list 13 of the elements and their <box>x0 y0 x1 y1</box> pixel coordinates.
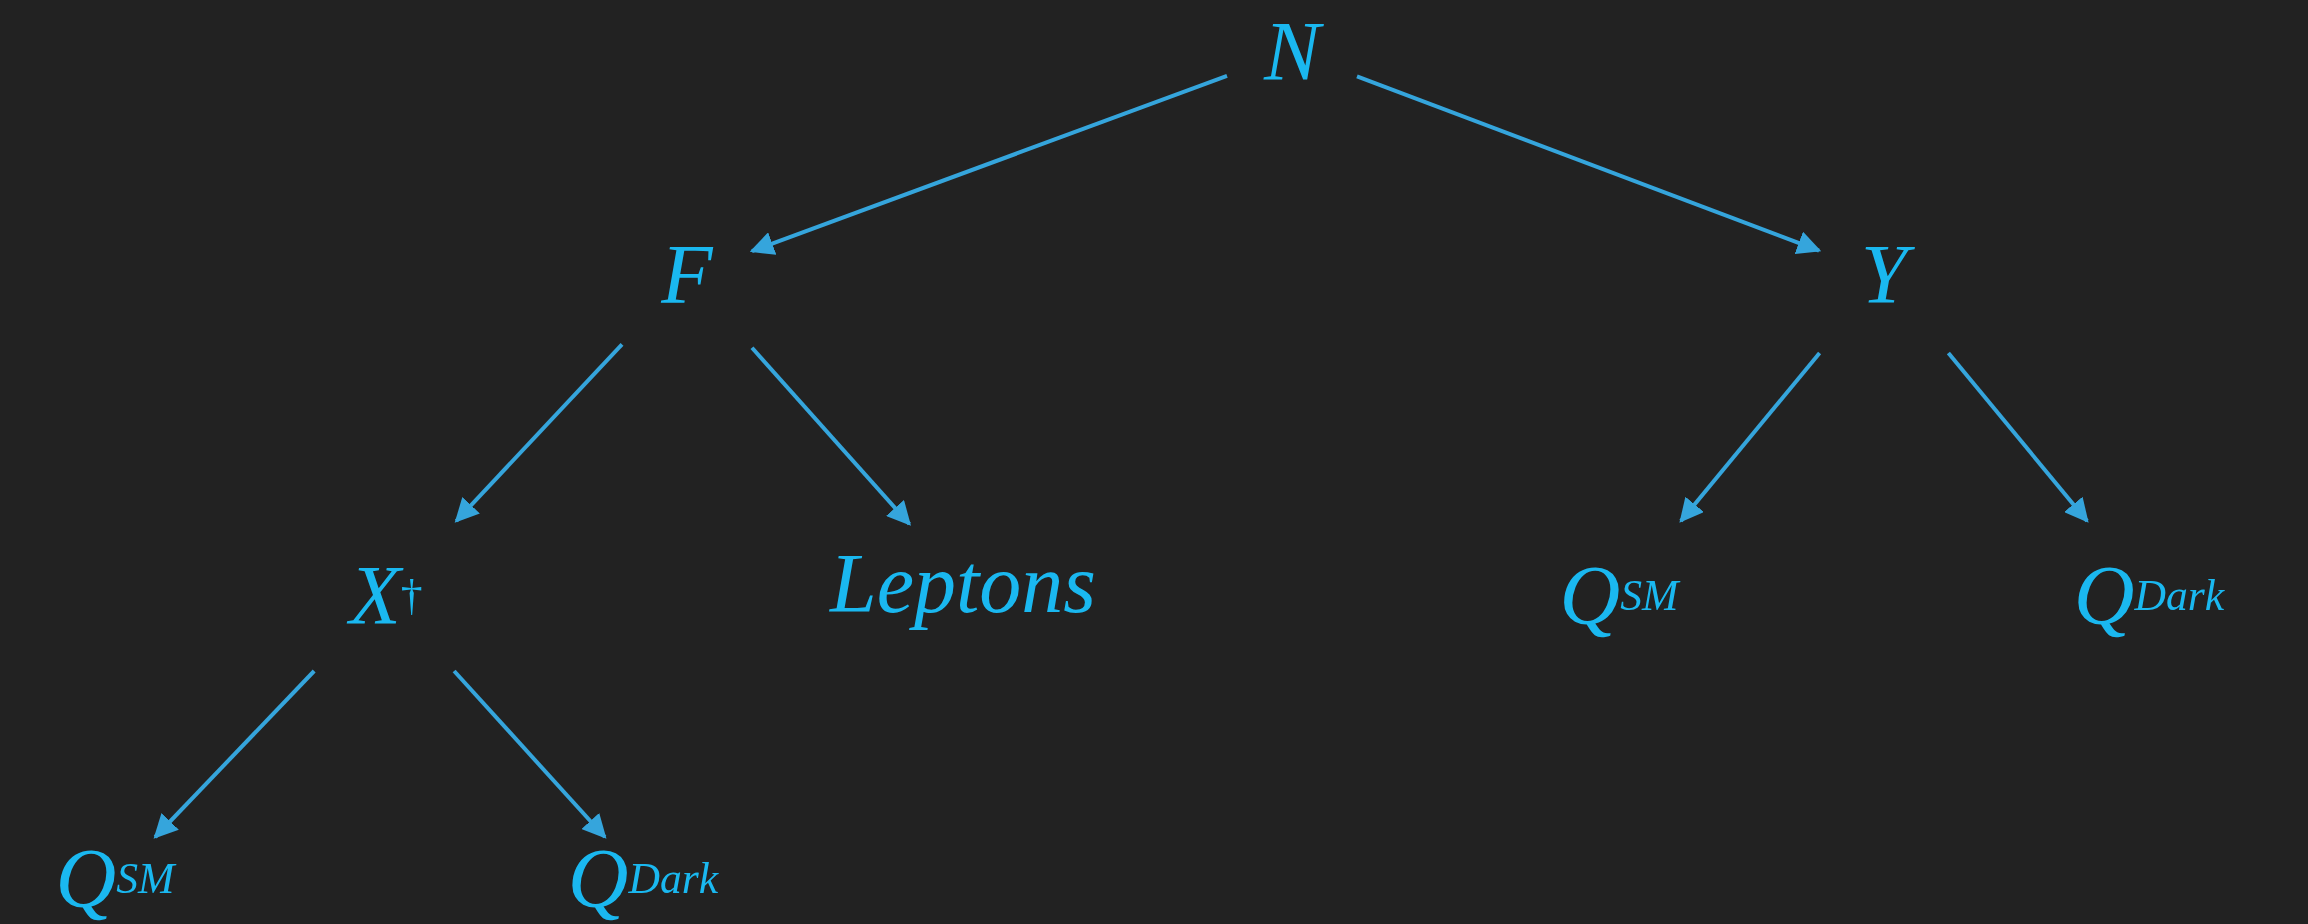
math-symbol: N <box>1227 8 1357 96</box>
math-symbol: X$^{†}$ <box>311 521 461 671</box>
math-symbol: Leptons <box>783 524 1143 644</box>
arrow <box>153 669 316 839</box>
arrow <box>1679 351 1822 523</box>
arrow <box>454 342 624 523</box>
math-symbol: F <box>622 197 752 353</box>
arrow <box>1946 351 2089 523</box>
arrow <box>749 74 1228 255</box>
math-symbol: Y <box>1819 197 1949 353</box>
arrow <box>452 669 607 839</box>
arrow <box>1356 74 1822 255</box>
arrow <box>750 346 911 526</box>
